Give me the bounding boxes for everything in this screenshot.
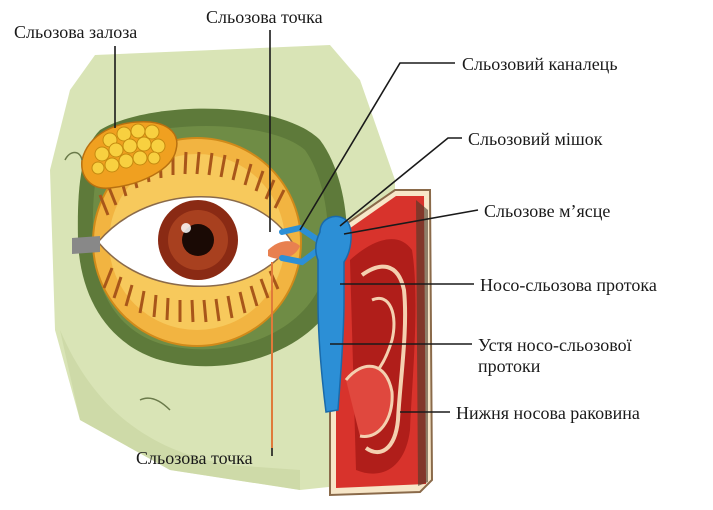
label-lacrimal-punctum-top: Сльозова точка [206,7,323,27]
eye-highlight [181,223,191,233]
label-lacrimal-canaliculus: Сльозовий каналець [462,54,618,74]
label-lacrimal-punctum-bottom: Сльозова точка [136,448,253,468]
label-lacrimal-lake: Сльозове м’ясце [484,201,610,221]
label-duct-orifice-line2: протоки [478,356,632,377]
label-nasolacrimal-duct: Носо-сльозова протока [480,275,657,295]
label-lacrimal-gland: Сльозова залоза [14,22,137,42]
label-lacrimal-sac: Сльозовий мішок [468,129,602,149]
label-duct-orifice: Устя носо-сльозової протоки [478,335,632,377]
label-duct-orifice-line1: Устя носо-сльозової [478,335,632,356]
eyelid-edge-marker [72,236,100,254]
label-inferior-concha: Нижня носова раковина [456,403,640,423]
